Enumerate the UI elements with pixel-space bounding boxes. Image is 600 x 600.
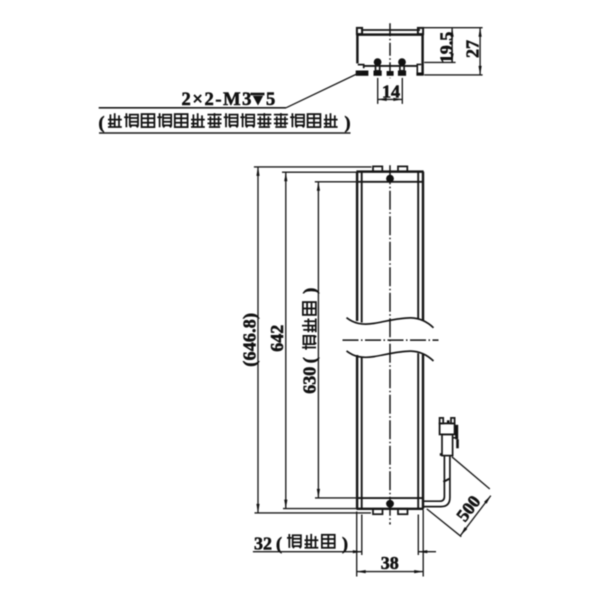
svg-text:38: 38: [381, 553, 399, 573]
svg-text:630: 630: [300, 367, 320, 394]
svg-text:): ): [342, 533, 348, 554]
svg-text:(: (: [300, 357, 321, 363]
svg-text:642: 642: [267, 325, 287, 352]
svg-text:27: 27: [463, 40, 483, 58]
svg-text:19.5: 19.5: [436, 32, 456, 64]
svg-text:): ): [300, 288, 321, 294]
svg-text:5: 5: [266, 90, 275, 110]
svg-text:(: (: [99, 113, 105, 134]
svg-text:500: 500: [452, 492, 484, 526]
svg-text:(: (: [276, 533, 282, 554]
svg-text:14: 14: [382, 82, 400, 102]
svg-text:(646.8): (646.8): [240, 313, 261, 367]
svg-text:32: 32: [254, 533, 272, 553]
svg-text:): ): [345, 113, 351, 134]
svg-text:2×2-M3: 2×2-M3: [182, 90, 254, 110]
